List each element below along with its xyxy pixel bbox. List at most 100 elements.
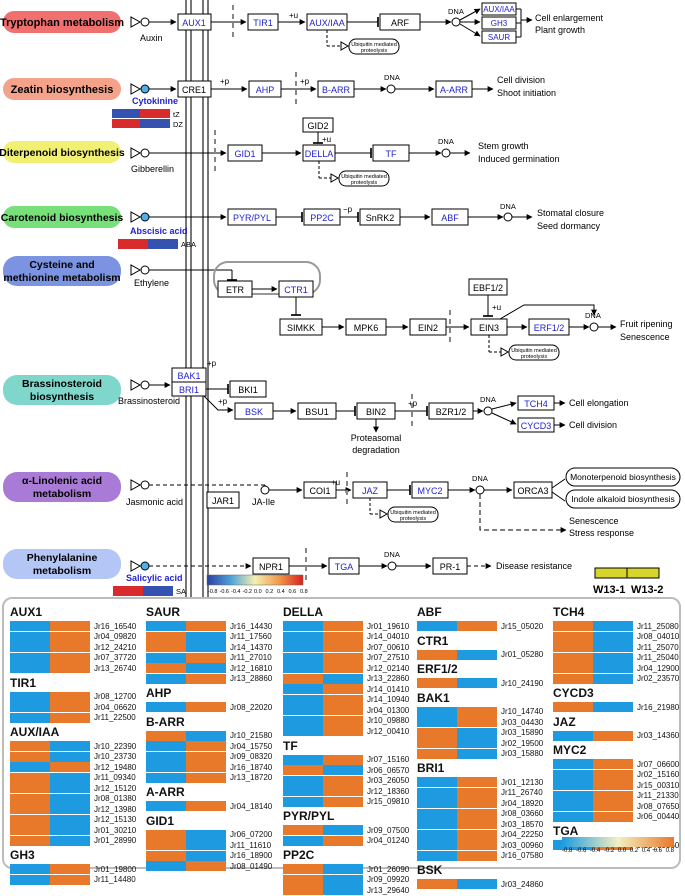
heatmap-gene-label: Jr13_22860 [367, 674, 410, 684]
heatmap-gene-label: Jr15_05020 [501, 621, 544, 631]
node-jar1[interactable] [206, 491, 240, 509]
heatmap-gene-label: Jr07_15160 [367, 755, 410, 765]
heatmap-gene-label: Jr04_12900 [637, 663, 680, 673]
heatmap-cell [283, 726, 323, 736]
node-orca3[interactable] [513, 481, 553, 499]
svg-text:BKI1: BKI1 [238, 385, 258, 395]
heatmap-row: Jr07_06600 [553, 759, 679, 770]
heatmap-cell [10, 751, 50, 762]
svg-text:Ubiquitin mediated: Ubiquitin mediated [341, 174, 387, 180]
heatmap-gene-label: Jr10_23730 [94, 752, 137, 762]
heatmap-gene-label: Jr09_07500 [367, 825, 410, 835]
heatmap-cell [50, 814, 90, 825]
heatmap-cell [593, 621, 633, 631]
heatmap-row: Jr09_08320 [146, 751, 272, 763]
heatmap-cell [186, 631, 226, 642]
heatmap-row: Jr04_22250 [417, 829, 543, 841]
svg-text:Ethylene: Ethylene [134, 278, 169, 288]
heatmap-gene-label: Jr08_12700 [94, 692, 137, 702]
heatmap-group-title: GID1 [146, 813, 175, 828]
heatmap-cell [146, 829, 186, 840]
heatmap-row: Jr15_09810 [283, 796, 409, 808]
heatmap-row: Jr06_06570 [283, 765, 409, 776]
heatmap-row: Jr03_15880 [417, 748, 544, 760]
svg-text:ETR: ETR [226, 285, 245, 295]
svg-text:DZ: DZ [173, 120, 183, 129]
heatmap-cell [186, 663, 226, 673]
heatmap-gene-label: Jr01_26090 [367, 864, 410, 874]
heatmap-row: Jr03_15890 [417, 727, 543, 739]
svg-text:Ubiquitin mediated: Ubiquitin mediated [511, 348, 557, 354]
pathway-pill-zeatin[interactable]: Zeatin biosynthesis [3, 78, 121, 100]
heatmap-gene-label: Jr04_01240 [367, 836, 410, 846]
heatmap-row: Jr01_12130 [417, 777, 543, 788]
heatmap-group-title: MYC2 [553, 743, 587, 757]
heatmap-row: Jr11_11610 [146, 840, 272, 851]
svg-text:Jasmonic acid: Jasmonic acid [126, 497, 183, 507]
heatmap-gene-label: Jr13_29640 [367, 885, 410, 895]
heatmap-group-title: A-ARR [146, 785, 185, 799]
heatmap-group-title: BSK [417, 863, 443, 877]
legend-tick-top: 0.4 [277, 589, 285, 595]
svg-text:A-ARR: A-ARR [440, 85, 469, 95]
heatmap-cell [146, 673, 186, 684]
heatmap-row: Jr09_09920 [283, 874, 409, 886]
heatmap-row: Jr11_17560 [146, 631, 272, 643]
heatmap-row: Jr08_01490 [146, 861, 272, 872]
heatmap-row: Jr08_12700 [10, 691, 137, 703]
heatmap-cell [283, 642, 323, 652]
heatmap-cell [323, 825, 363, 835]
svg-text:TGA: TGA [335, 562, 354, 572]
svg-text:Phenylalanine: Phenylalanine [27, 552, 98, 564]
heatmap-cell [283, 621, 323, 631]
heatmap-row: Jr11_25070 [553, 642, 679, 653]
heatmap-gene-label: Jr11_11610 [230, 840, 272, 850]
svg-text:DNA: DNA [480, 395, 496, 404]
heatmap-gene-label: Jr07_00610 [367, 642, 410, 652]
heatmap-cell [146, 772, 186, 783]
heatmap-gene-label: Jr12_16810 [230, 663, 273, 673]
heatmap-group-title: ERF1/2 [417, 662, 458, 676]
heatmap-row: Jr01_30210 [10, 825, 136, 836]
heatmap-cell [283, 796, 323, 807]
legend-tick-bottom: 0.2 [629, 848, 639, 854]
heatmap-cell [10, 783, 50, 793]
svg-text:metabolism: metabolism [33, 565, 91, 577]
heatmap-gene-label: Jr03_15880 [501, 749, 544, 759]
pathway-pill-diterpenoid[interactable]: Diterpenoid biosynthesis [0, 141, 125, 163]
heatmap-cell [323, 663, 363, 673]
svg-text:+p: +p [220, 77, 230, 86]
heatmap-gene-label: Jr03_24860 [501, 879, 544, 889]
legend-tick-bottom: -0.8 [562, 848, 573, 854]
heatmap-cell [10, 864, 50, 874]
heatmap-cell [417, 829, 457, 840]
heatmap-cell [553, 801, 593, 811]
heatmap-cell [323, 642, 363, 652]
heatmap-group-title: B-ARR [146, 714, 185, 729]
svg-text:AUX/IAA: AUX/IAA [309, 18, 345, 28]
svg-text:Proteasomal: Proteasomal [351, 433, 402, 443]
heatmap-row: Jr09_07500 [283, 825, 409, 836]
heatmap-gene-label: Jr16_07580 [501, 851, 544, 861]
heatmap-cell [417, 787, 457, 798]
heatmap-row: Jr14_01410 [283, 684, 409, 695]
node-bki1[interactable] [229, 380, 267, 398]
heatmap-cell [50, 663, 90, 673]
sample-label-w2: W13-2 [631, 584, 663, 596]
heatmap-cell [457, 706, 497, 717]
legend-tick-top: -0.4 [231, 589, 240, 595]
pathway-pill-carotenoid[interactable]: Carotenoid biosynthesis [1, 206, 124, 228]
pathway-pill-tryptophan[interactable]: Tryptophan metabolism [0, 11, 124, 33]
heatmap-gene-label: Jr01_05280 [501, 650, 544, 660]
svg-text:+u: +u [331, 478, 340, 487]
svg-text:Carotenoid biosynthesis: Carotenoid biosynthesis [1, 212, 124, 224]
heatmap-row: Jr13_22860 [283, 673, 410, 685]
heatmap-cell [457, 738, 497, 748]
heatmap-cell [593, 780, 633, 790]
heatmap-row: Jr04_18920 [417, 798, 543, 809]
